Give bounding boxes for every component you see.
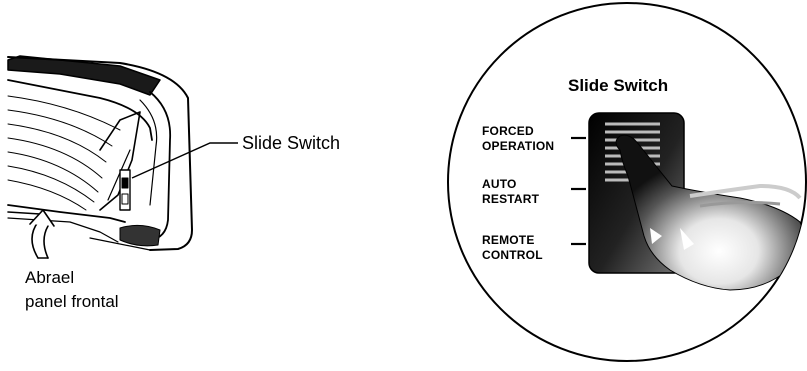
slide-switch-leader-line [131, 142, 238, 179]
position-forced-operation: FORCED OPERATION [482, 124, 554, 154]
slide-switch-callout-label: Slide Switch [242, 133, 341, 153]
position-remote-control: REMOTE CONTROL [482, 233, 543, 263]
position-label-line-1: FORCED [482, 124, 534, 138]
indoor-unit-illustration [7, 55, 193, 259]
magnified-detail [447, 2, 807, 362]
open-panel-line-1: Abrael [25, 268, 75, 287]
position-auto-restart: AUTO RESTART [482, 177, 539, 207]
open-panel-line-2: panel frontal [25, 292, 119, 311]
switch-position-ticks [571, 136, 586, 246]
position-label-line-2: RESTART [482, 192, 540, 206]
open-panel-instruction: Abrael panel frontal [25, 266, 165, 314]
position-label-line-1: REMOTE [482, 233, 535, 247]
detail-title: Slide Switch [568, 76, 669, 95]
position-label-line-2: OPERATION [482, 139, 555, 153]
position-label-line-1: AUTO [482, 177, 517, 191]
position-label-line-2: CONTROL [482, 248, 543, 262]
